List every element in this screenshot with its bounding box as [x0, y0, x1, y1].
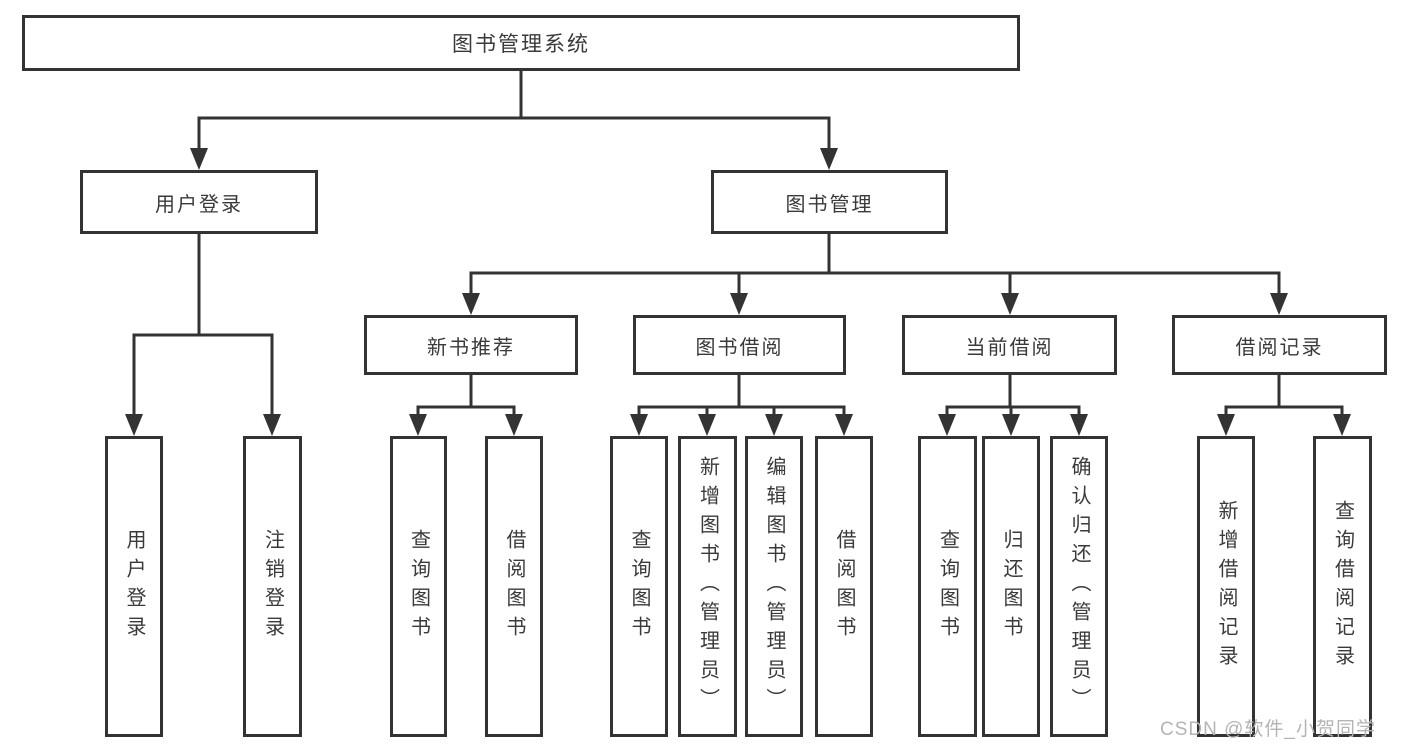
leaf-borrow-book: 借阅图书: [815, 436, 873, 737]
node-current-borrow: 当前借阅: [902, 315, 1117, 375]
node-book-management: 图书管理: [711, 170, 948, 234]
node-label: 当前借阅: [965, 336, 1054, 359]
node-borrow-record: 借阅记录: [1172, 315, 1387, 375]
csdn-watermark: CSDN @软件_小贺同学: [1160, 719, 1376, 740]
node-label: 新增图书（管理员）: [696, 456, 719, 717]
leaf-query-borrow-record: 查询借阅记录: [1313, 436, 1372, 737]
node-label: 查询图书: [407, 528, 430, 645]
leaf-logout: 注销登录: [243, 436, 302, 737]
arrowheads: [125, 148, 1351, 436]
node-library-management-system: 图书管理系统: [22, 15, 1020, 71]
leaf-edit-book-admin: 编辑图书（管理员）: [745, 436, 803, 737]
node-book-borrow: 图书借阅: [633, 315, 846, 375]
node-label: 查询图书: [936, 528, 959, 645]
node-user-login: 用户登录: [80, 170, 318, 234]
node-label: 借阅图书: [833, 528, 855, 645]
node-label: 注销登录: [261, 528, 284, 645]
leaf-query-book-current: 查询图书: [918, 436, 977, 737]
node-label: 查询借阅记录: [1331, 499, 1354, 674]
node-label: 借阅记录: [1235, 336, 1324, 359]
node-label: 编辑图书（管理员）: [763, 456, 785, 717]
node-label: 归还图书: [1000, 528, 1022, 645]
leaf-add-book-admin: 新增图书（管理员）: [678, 436, 737, 737]
node-label: 用户登录: [123, 528, 145, 645]
leaf-return-book: 归还图书: [982, 436, 1040, 737]
node-label: 图书借阅: [695, 336, 784, 359]
node-new-book-recommend: 新书推荐: [364, 315, 578, 375]
node-label: 图书管理系统: [452, 33, 590, 56]
leaf-query-book-borrow: 查询图书: [610, 436, 668, 737]
leaf-query-book-recommend: 查询图书: [390, 436, 447, 737]
node-label: 用户登录: [155, 193, 243, 216]
node-label: 查询图书: [628, 528, 650, 645]
node-label: 新增借阅记录: [1215, 499, 1237, 674]
leaf-confirm-return-admin: 确认归还（管理员）: [1050, 436, 1108, 737]
node-label: 图书管理: [785, 193, 874, 216]
node-label: 借阅图书: [503, 528, 525, 645]
leaf-add-borrow-record: 新增借阅记录: [1197, 436, 1255, 737]
node-label: 确认归还（管理员）: [1068, 456, 1090, 717]
leaf-borrow-book-recommend: 借阅图书: [485, 436, 543, 737]
leaf-user-login: 用户登录: [105, 436, 163, 737]
node-label: 新书推荐: [427, 336, 515, 359]
